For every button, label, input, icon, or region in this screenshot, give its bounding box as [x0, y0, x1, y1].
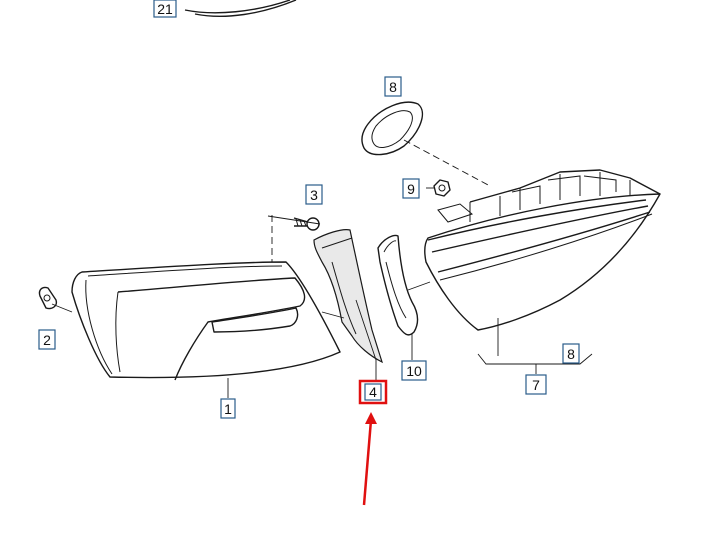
part-9-nut — [433, 179, 451, 197]
callout-4-label: 4 — [369, 384, 377, 400]
part-3-screw — [293, 217, 320, 231]
callout-7[interactable]: 7 — [525, 374, 547, 395]
leader-lines — [51, 139, 593, 398]
part-10-seal-strip — [377, 234, 419, 336]
callout-8-top-label: 8 — [389, 79, 397, 95]
part-21 — [184, 0, 297, 18]
highlight-arrow — [362, 412, 377, 506]
part-7-inner-tail-lamp — [423, 169, 661, 331]
callout-3[interactable]: 3 — [305, 184, 323, 205]
part-1-outer-tail-lamp — [71, 261, 341, 381]
callout-2-label: 2 — [43, 332, 51, 348]
callout-3-label: 3 — [310, 187, 318, 203]
callout-8-bottom[interactable]: 8 — [562, 343, 580, 364]
callout-7-label: 7 — [532, 377, 540, 393]
callout-8-bottom-label: 8 — [567, 346, 575, 362]
callout-21[interactable]: 21 — [153, 0, 177, 18]
callout-1[interactable]: 1 — [220, 398, 236, 419]
callout-10[interactable]: 10 — [401, 360, 427, 381]
callout-2[interactable]: 2 — [38, 329, 56, 350]
part-4-trim-seal — [313, 229, 383, 364]
callout-9[interactable]: 9 — [402, 178, 420, 199]
callout-1-label: 1 — [224, 401, 232, 417]
callout-10-label: 10 — [406, 363, 422, 379]
callout-4-highlighted[interactable]: 4 — [358, 379, 388, 405]
callout-9-label: 9 — [407, 181, 415, 197]
part-2-clip — [38, 286, 58, 310]
callout-21-label: 21 — [157, 1, 173, 17]
part-8-gasket-ring — [361, 101, 423, 156]
callout-8-top[interactable]: 8 — [384, 76, 402, 97]
